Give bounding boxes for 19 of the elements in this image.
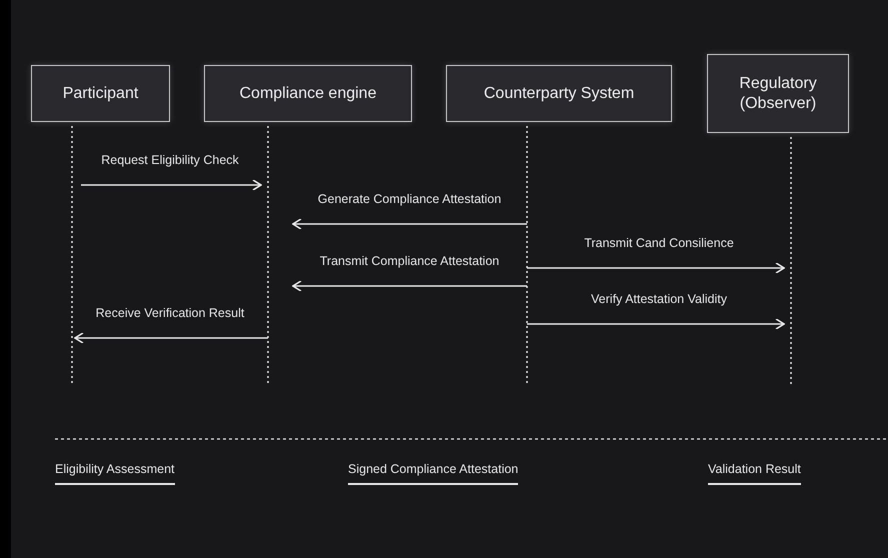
- edge-label: Transmit Compliance Attestation: [320, 254, 500, 268]
- arrow: [527, 318, 785, 330]
- edge-label: Request Eligibility Check: [101, 153, 239, 167]
- participant-box: Compliance engine: [204, 65, 412, 122]
- arrow: [292, 218, 527, 230]
- underlined-label: Signed Compliance Attestation: [348, 462, 518, 485]
- participant-box: Counterparty System: [446, 65, 672, 122]
- edge-label: Receive Verification Result: [96, 306, 244, 320]
- edge-label: Generate Compliance Attestation: [318, 192, 502, 206]
- underlined-label: Validation Result: [708, 462, 801, 485]
- participant-box: Regulatory (Observer): [707, 54, 849, 133]
- arrow: [74, 332, 268, 344]
- arrow: [81, 179, 262, 191]
- arrow: [292, 280, 527, 292]
- edge-label: Transmit Cand Consilience: [584, 236, 734, 250]
- participant-box: Participant: [31, 65, 170, 122]
- underlined-label: Eligibility Assessment: [55, 462, 174, 485]
- edge-label: Verify Attestation Validity: [591, 292, 727, 306]
- arrow: [527, 262, 785, 274]
